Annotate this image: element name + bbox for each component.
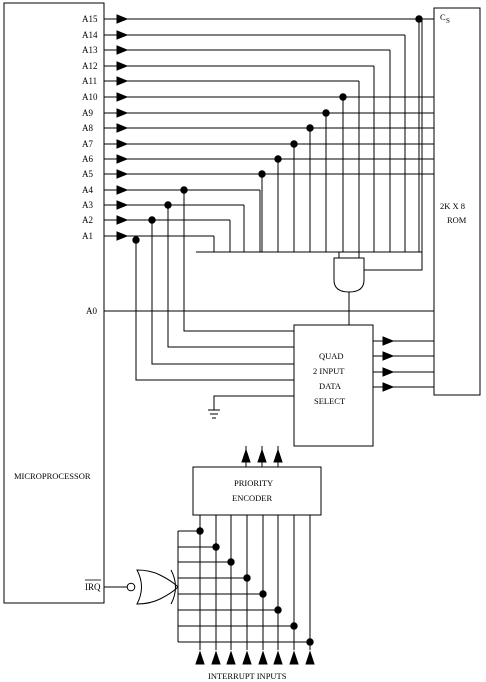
irq-pin-label: IRQ xyxy=(85,582,101,592)
nand-input-verticals xyxy=(196,19,422,253)
pin-label-a14: A14 xyxy=(82,30,98,40)
priority-encoder-line1: PRIORITY xyxy=(234,478,273,488)
selector-address-inputs xyxy=(135,190,294,381)
pin-label-a10: A10 xyxy=(82,92,98,102)
rom-cs-label: C xyxy=(440,12,446,22)
pin-label-a12: A12 xyxy=(82,61,98,71)
address-lines xyxy=(104,18,434,312)
data-select-line3: DATA xyxy=(319,381,342,391)
ground-symbol xyxy=(208,395,294,419)
pin-label-a2: A2 xyxy=(82,215,93,225)
interrupt-tap-dots xyxy=(196,527,314,646)
pin-label-a0: A0 xyxy=(86,306,97,316)
pin-label-a5: A5 xyxy=(82,169,93,179)
address-arrowheads xyxy=(116,14,129,241)
selector-output-arrowheads xyxy=(382,336,395,392)
interrupt-inputs-label: INTERRUPT INPUTS xyxy=(208,671,287,681)
microprocessor-label: MICROPROCESSOR xyxy=(14,471,91,481)
pin-label-a11: A11 xyxy=(82,76,97,86)
irq-pin: IRQ xyxy=(85,579,101,592)
data-select-block: QUAD 2 INPUT DATA SELECT xyxy=(293,324,374,447)
rom-size-label: 2K X 8 xyxy=(440,201,465,211)
data-select-line1: QUAD xyxy=(319,351,344,361)
nor-gate xyxy=(104,569,179,605)
data-select-line2: 2 INPUT xyxy=(313,366,345,376)
pin-label-a13: A13 xyxy=(82,45,98,55)
pin-label-a8: A8 xyxy=(82,123,93,133)
pin-label-a1: A1 xyxy=(82,231,93,241)
pin-label-a15: A15 xyxy=(82,14,98,24)
pin-label-a3: A3 xyxy=(82,200,93,210)
priority-encoder-line2: ENCODER xyxy=(232,493,272,503)
data-select-line4: SELECT xyxy=(314,396,346,406)
selector-outputs xyxy=(373,340,434,388)
interrupt-input-lines xyxy=(177,515,311,650)
pin-label-a4: A4 xyxy=(82,185,93,195)
address-pin-labels: A15 A14 A13 A12 A11 A10 A9 A8 A7 A6 A5 A… xyxy=(82,14,98,316)
junction-dots xyxy=(132,15,423,244)
pin-label-a6: A6 xyxy=(82,154,93,164)
nand-gate xyxy=(333,19,423,325)
priority-encoder-block: PRIORITY ENCODER xyxy=(192,466,322,516)
pin-label-a7: A7 xyxy=(82,139,93,149)
pin-label-a9: A9 xyxy=(82,108,93,118)
rom-type-label: ROM xyxy=(447,215,467,225)
rom-block: C S 2K X 8 ROM xyxy=(433,7,481,396)
interrupt-input-arrowheads xyxy=(195,650,315,665)
microprocessor-block: MICROPROCESSOR xyxy=(3,2,105,604)
encoder-output-arrowheads xyxy=(241,448,283,463)
rom-cs-subscript: S xyxy=(446,17,450,25)
